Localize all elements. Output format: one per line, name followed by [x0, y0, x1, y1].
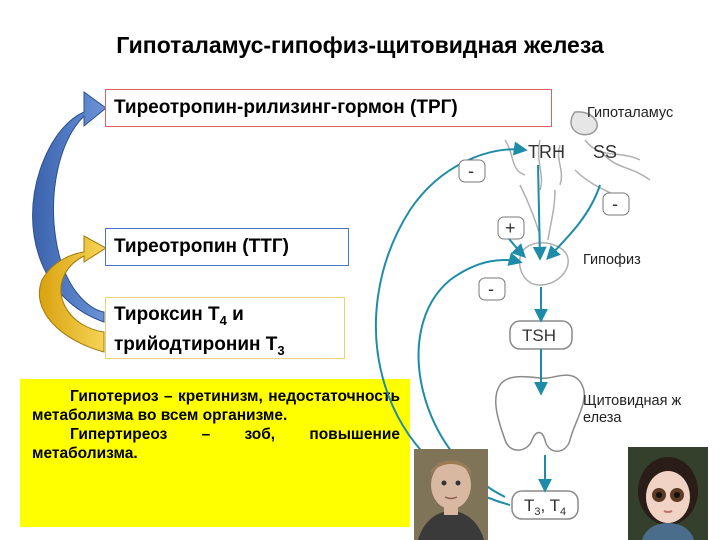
doll-photo-drawing	[628, 447, 708, 540]
page-title: Гипоталамус-гипофиз-щитовидная железа	[116, 32, 604, 58]
tsh-diagram-label: TSH	[522, 326, 556, 345]
minus-label-2: -	[612, 194, 618, 214]
trh-label: Тиреотропин-рилизинг-гормон (ТРГ)	[114, 97, 458, 118]
thyroid-hormones-box: Тироксин Т4 и трийодтиронин Т3	[105, 297, 345, 359]
ss-diagram-label: SS	[593, 142, 617, 162]
trh-box: Тиреотропин-рилизинг-гормон (ТРГ)	[105, 89, 552, 127]
minus-label-3: -	[488, 279, 494, 299]
t3-sub: 3	[277, 342, 285, 358]
minus-sign-3	[478, 277, 506, 301]
hypothalamus-label: Гипоталамус	[587, 105, 674, 121]
hypothalamus-shape	[570, 111, 598, 136]
hyperthyroidism-text: Гипертиреоз – зоб, повышение метаболизма…	[32, 426, 400, 462]
t3-text: трийодтиронин Т	[114, 333, 278, 355]
trh-diagram-label: TRH	[528, 142, 565, 162]
t4-text: Тироксин Т	[114, 304, 220, 325]
thyroid-label: Щитовидная железа	[583, 393, 682, 426]
yellow-feedback-arrow	[38, 235, 107, 353]
arrow-trh-to-pituitary	[532, 164, 547, 261]
tsh-label: Тиреотропин (ТТГ)	[114, 236, 289, 257]
plus-label: +	[505, 218, 516, 238]
t3-line: трийодтиронин Т3	[114, 333, 336, 363]
info-box: Гипотериоз – кретинизм, недостаточность …	[20, 379, 410, 527]
woman-photo	[414, 449, 488, 540]
hypothalamus-neurons	[504, 139, 651, 241]
doll-photo	[628, 447, 708, 540]
plus-sign	[497, 216, 525, 240]
t3t4-diagram-label: T3, T4	[524, 496, 566, 518]
arrow-ss-to-pituitary	[546, 184, 601, 261]
minus-label-1: -	[468, 161, 474, 181]
pituitary-label: Гипофиз	[583, 252, 641, 268]
hypothyroidism-text: Гипотериоз – кретинизм, недостаточность …	[32, 388, 400, 424]
tsh-box: Тиреотропин (ТТГ)	[105, 228, 349, 266]
woman-photo-drawing	[414, 449, 488, 540]
pituitary-shape	[518, 242, 569, 286]
minus-sign-2	[602, 192, 630, 216]
t4-line: Тироксин Т4 и	[114, 303, 336, 333]
t4-and: и	[226, 304, 244, 325]
minus-sign-1	[458, 159, 486, 183]
t4-sub: 4	[219, 312, 227, 328]
thyroid-shape	[495, 374, 585, 452]
